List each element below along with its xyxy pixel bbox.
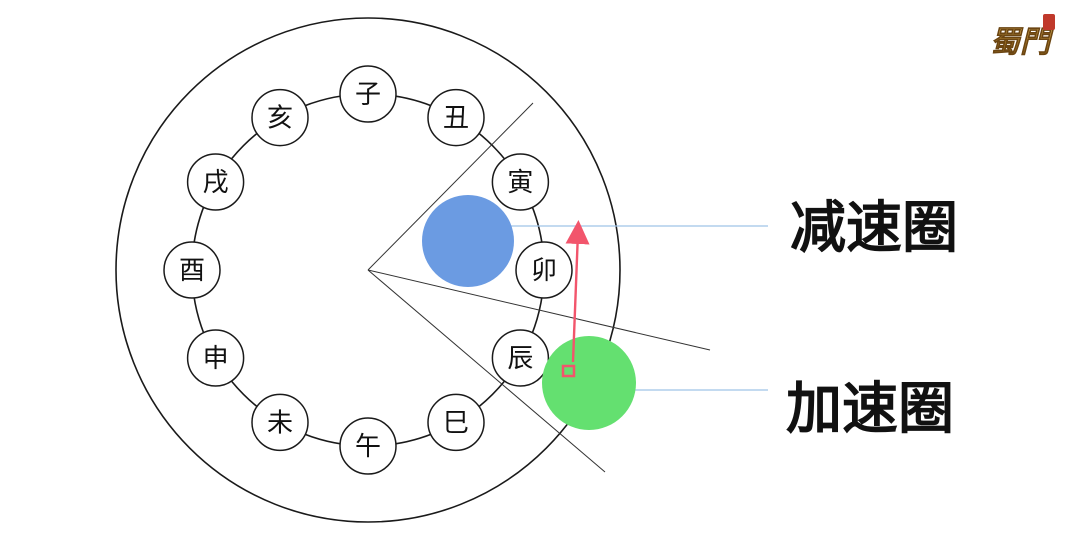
- branch-node: 亥: [251, 88, 309, 147]
- branch-node-circle: [491, 329, 550, 387]
- branch-node-circle: [339, 417, 397, 475]
- branch-node-circle: [427, 88, 485, 147]
- branch-node: 未: [251, 393, 309, 452]
- branch-node: 酉: [163, 241, 221, 299]
- branch-node-circle: [427, 393, 485, 452]
- branch-label: 辰: [507, 344, 533, 374]
- branch-node-circle: [186, 329, 245, 387]
- branch-node: 子: [339, 65, 397, 123]
- branch-label: 亥: [267, 104, 293, 134]
- branch-label: 寅: [507, 168, 533, 198]
- branch-node: 卯: [515, 241, 573, 299]
- sector-line-lower: [367, 269, 606, 473]
- branch-node-circle: [186, 153, 245, 211]
- branch-label: 巳: [443, 408, 469, 438]
- branch-node-circle: [163, 241, 221, 299]
- branch-node: 戌: [186, 153, 245, 211]
- branch-node: 午: [339, 417, 397, 475]
- transition-arrow: [565, 220, 590, 363]
- branch-node-circle: [515, 241, 573, 299]
- sector-line-upper: [367, 102, 534, 271]
- branch-label: 午: [355, 432, 381, 462]
- branch-node: 辰: [491, 329, 550, 387]
- branch-node: 巳: [427, 393, 485, 452]
- fast-ring-label: 加速圈: [786, 377, 954, 442]
- fast-ring-circle: [542, 336, 636, 430]
- branch-node-circle: [251, 88, 309, 147]
- logo-text: 蜀門: [990, 25, 1055, 60]
- logo-seal: [1043, 14, 1055, 30]
- branch-node: 丑: [427, 88, 485, 147]
- branch-label: 酉: [179, 256, 205, 286]
- branch-node: 寅: [491, 153, 550, 211]
- shumen-logo: 蜀門: [990, 14, 1055, 60]
- position-marker: [561, 364, 576, 378]
- branch-label: 未: [267, 408, 293, 438]
- branch-label: 卯: [531, 256, 557, 286]
- sector-line-middle: [367, 269, 711, 351]
- slow-ring-circle: [422, 195, 514, 287]
- branch-node-circle: [251, 393, 309, 452]
- branch-label: 丑: [443, 104, 469, 134]
- branch-label: 申: [203, 344, 229, 374]
- branch-label: 戌: [203, 168, 229, 198]
- branch-node-circle: [339, 65, 397, 123]
- branch-label: 子: [355, 80, 381, 110]
- outer-circle: [115, 17, 621, 523]
- branch-node-circle: [491, 153, 550, 211]
- slow-ring-label: 减速圈: [790, 196, 958, 261]
- branch-node: 申: [186, 329, 245, 387]
